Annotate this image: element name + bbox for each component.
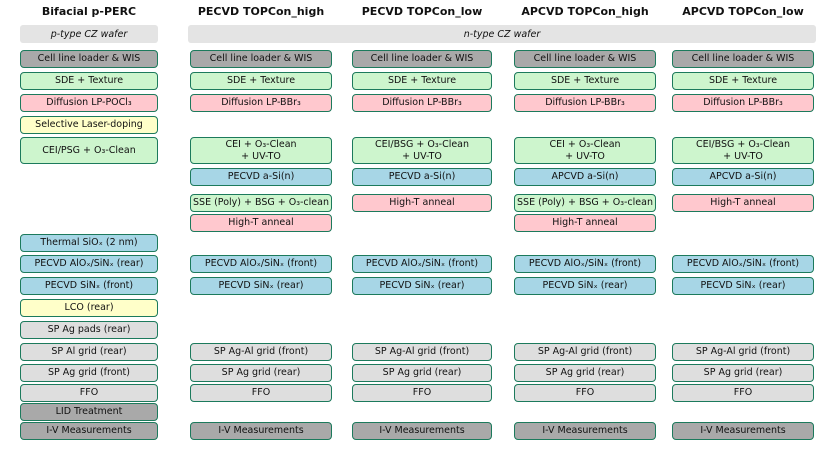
step-sde-texture: SDE + Texture bbox=[20, 72, 158, 90]
step-sp-ag-grid-rear: SP Ag grid (rear) bbox=[352, 364, 492, 382]
step-sp-al-grid-rear: SP Al grid (rear) bbox=[20, 343, 158, 361]
step-sp-ag-grid-rear: SP Ag grid (rear) bbox=[190, 364, 332, 382]
step-pecvd-alox-sinx-rear: PECVD AlOₓ/SiNₓ (rear) bbox=[20, 255, 158, 273]
step-high-t-anneal: High-T anneal bbox=[672, 194, 814, 212]
column-apcvd-topcon-low: APCVD TOPCon_low Cell line loader & WIS … bbox=[672, 0, 814, 454]
column-apcvd-topcon-high: APCVD TOPCon_high Cell line loader & WIS… bbox=[514, 0, 656, 454]
step-sde-texture: SDE + Texture bbox=[352, 72, 492, 90]
n-type-wafer-bar: n-type CZ wafer bbox=[188, 25, 816, 43]
step-pecvd-sinx-rear: PECVD SiNₓ (rear) bbox=[190, 277, 332, 295]
step-apcvd-a-si-n: APCVD a-Si(n) bbox=[514, 168, 656, 186]
step-diffusion-lp-pocl3: Diffusion LP-POCl₃ bbox=[20, 94, 158, 112]
step-pecvd-sinx-rear: PECVD SiNₓ (rear) bbox=[352, 277, 492, 295]
step-pecvd-a-si-n: PECVD a-Si(n) bbox=[352, 168, 492, 186]
step-ffo: FFO bbox=[672, 384, 814, 402]
step-iv-measurements: I-V Measurements bbox=[190, 422, 332, 440]
column-bifacial-p-perc: Bifacial p-PERC p-type CZ wafer Cell lin… bbox=[20, 0, 158, 454]
step-pecvd-sinx-rear: PECVD SiNₓ (rear) bbox=[514, 277, 656, 295]
step-high-t-anneal: High-T anneal bbox=[352, 194, 492, 212]
step-sp-ag-al-grid-front: SP Ag-Al grid (front) bbox=[352, 343, 492, 361]
step-cei-o3-clean-uv-to: CEI + O₃-Clean + UV-TO bbox=[514, 137, 656, 164]
column-title-apcvd-topcon-high: APCVD TOPCon_high bbox=[521, 5, 649, 18]
step-ffo: FFO bbox=[352, 384, 492, 402]
step-diffusion-lp-bbr3: Diffusion LP-BBr₃ bbox=[190, 94, 332, 112]
step-pecvd-alox-sinx-front: PECVD AlOₓ/SiNₓ (front) bbox=[672, 255, 814, 273]
step-thermal-siox: Thermal SiOₓ (2 nm) bbox=[20, 234, 158, 252]
step-sde-texture: SDE + Texture bbox=[190, 72, 332, 90]
step-cell-line-loader: Cell line loader & WIS bbox=[672, 50, 814, 68]
column-title-pecvd-topcon-low: PECVD TOPCon_low bbox=[361, 5, 483, 18]
step-sse-poly-bsg-o3-clean: SSE (Poly) + BSG + O₃-clean bbox=[190, 194, 332, 212]
step-sde-texture: SDE + Texture bbox=[514, 72, 656, 90]
step-ffo: FFO bbox=[514, 384, 656, 402]
step-sp-ag-al-grid-front: SP Ag-Al grid (front) bbox=[514, 343, 656, 361]
step-diffusion-lp-bbr3: Diffusion LP-BBr₃ bbox=[514, 94, 656, 112]
step-sde-texture: SDE + Texture bbox=[672, 72, 814, 90]
step-cell-line-loader: Cell line loader & WIS bbox=[514, 50, 656, 68]
step-sp-ag-pads-rear: SP Ag pads (rear) bbox=[20, 321, 158, 339]
p-type-wafer-bar: p-type CZ wafer bbox=[20, 25, 158, 43]
column-pecvd-topcon-high: PECVD TOPCon_high Cell line loader & WIS… bbox=[190, 0, 332, 454]
step-diffusion-lp-bbr3: Diffusion LP-BBr₃ bbox=[352, 94, 492, 112]
step-pecvd-a-si-n: PECVD a-Si(n) bbox=[190, 168, 332, 186]
step-sse-poly-bsg-o3-clean: SSE (Poly) + BSG + O₃-clean bbox=[514, 194, 656, 212]
step-iv-measurements: I-V Measurements bbox=[352, 422, 492, 440]
step-ffo: FFO bbox=[190, 384, 332, 402]
column-title-bifacial-p-perc: Bifacial p-PERC bbox=[41, 5, 137, 18]
step-high-t-anneal: High-T anneal bbox=[514, 214, 656, 232]
step-lco-rear: LCO (rear) bbox=[20, 299, 158, 317]
step-cei-bsg-o3-clean-uv-to: CEI/BSG + O₃-Clean + UV-TO bbox=[672, 137, 814, 164]
step-cei-o3-clean-uv-to: CEI + O₃-Clean + UV-TO bbox=[190, 137, 332, 164]
step-iv-measurements: I-V Measurements bbox=[514, 422, 656, 440]
step-cell-line-loader: Cell line loader & WIS bbox=[352, 50, 492, 68]
step-iv-measurements: I-V Measurements bbox=[20, 422, 158, 440]
step-cell-line-loader: Cell line loader & WIS bbox=[190, 50, 332, 68]
step-sp-ag-al-grid-front: SP Ag-Al grid (front) bbox=[672, 343, 814, 361]
step-pecvd-alox-sinx-front: PECVD AlOₓ/SiNₓ (front) bbox=[352, 255, 492, 273]
step-cell-line-loader: Cell line loader & WIS bbox=[20, 50, 158, 68]
step-selective-laser-doping: Selective Laser-doping bbox=[20, 116, 158, 134]
step-sp-ag-grid-front: SP Ag grid (front) bbox=[20, 364, 158, 382]
column-title-apcvd-topcon-low: APCVD TOPCon_low bbox=[682, 5, 804, 18]
step-pecvd-sinx-rear: PECVD SiNₓ (rear) bbox=[672, 277, 814, 295]
step-pecvd-sinx-front: PECVD SiNₓ (front) bbox=[20, 277, 158, 295]
step-sp-ag-grid-rear: SP Ag grid (rear) bbox=[672, 364, 814, 382]
step-iv-measurements: I-V Measurements bbox=[672, 422, 814, 440]
step-cei-psg-o3-clean: CEI/PSG + O₃-Clean bbox=[20, 137, 158, 164]
step-pecvd-alox-sinx-front: PECVD AlOₓ/SiNₓ (front) bbox=[190, 255, 332, 273]
column-pecvd-topcon-low: PECVD TOPCon_low Cell line loader & WIS … bbox=[352, 0, 492, 454]
step-sp-ag-al-grid-front: SP Ag-Al grid (front) bbox=[190, 343, 332, 361]
step-apcvd-a-si-n: APCVD a-Si(n) bbox=[672, 168, 814, 186]
step-ffo: FFO bbox=[20, 384, 158, 402]
column-title-pecvd-topcon-high: PECVD TOPCon_high bbox=[197, 5, 325, 18]
step-lid-treatment: LID Treatment bbox=[20, 403, 158, 421]
step-pecvd-alox-sinx-front: PECVD AlOₓ/SiNₓ (front) bbox=[514, 255, 656, 273]
step-sp-ag-grid-rear: SP Ag grid (rear) bbox=[514, 364, 656, 382]
step-cei-bsg-o3-clean-uv-to: CEI/BSG + O₃-Clean + UV-TO bbox=[352, 137, 492, 164]
step-high-t-anneal: High-T anneal bbox=[190, 214, 332, 232]
step-diffusion-lp-bbr3: Diffusion LP-BBr₃ bbox=[672, 94, 814, 112]
